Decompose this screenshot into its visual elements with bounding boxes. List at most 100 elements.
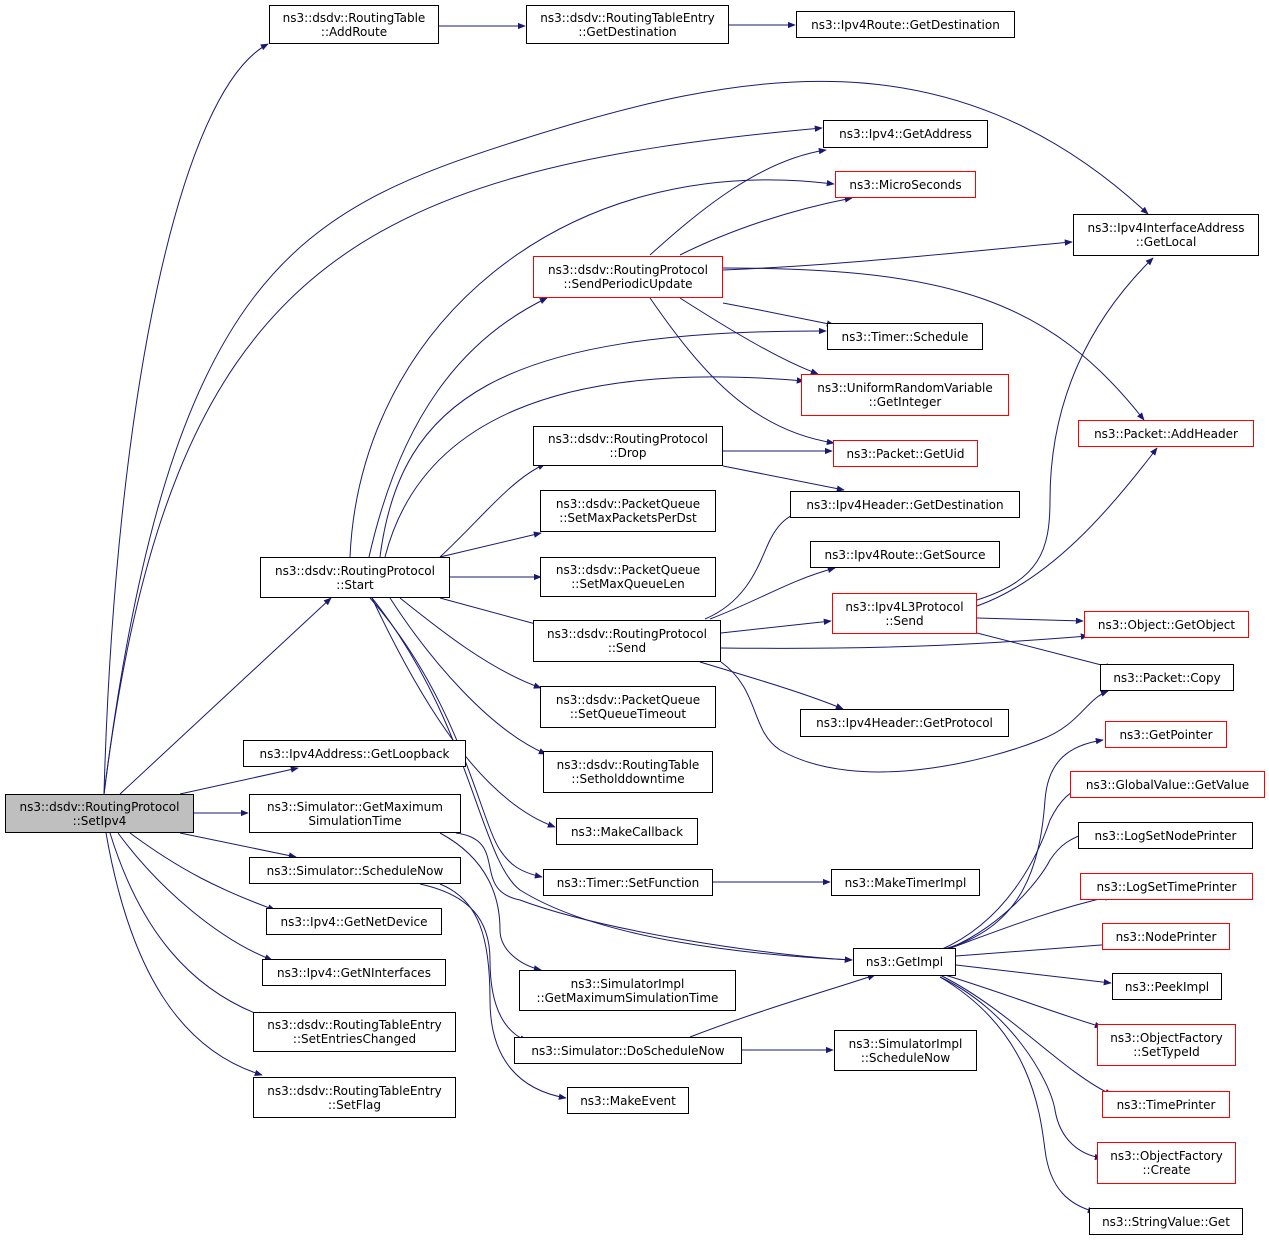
- node-ipv4l3protocol-send[interactable]: ns3::Ipv4L3Protocol::Send: [832, 593, 977, 634]
- node-timer-setfunction[interactable]: ns3::Timer::SetFunction: [543, 869, 713, 896]
- node-ipv4-getnetdevice[interactable]: ns3::Ipv4::GetNetDevice: [266, 908, 442, 935]
- node-ipv4route-getdestination[interactable]: ns3::Ipv4Route::GetDestination: [796, 11, 1015, 38]
- node-label-line2: ::GetInteger: [868, 395, 942, 409]
- edge-doschedulenow-getimpl: [689, 974, 876, 1038]
- node-routingtable-addroute[interactable]: ns3::dsdv::RoutingTable::AddRoute: [269, 5, 439, 44]
- edge-sendperiodic-getlocal: [722, 239, 1073, 271]
- node-maketimerimpl[interactable]: ns3::MakeTimerImpl: [831, 869, 980, 896]
- edge-l3send-addheader: [976, 447, 1158, 607]
- edge-start-setholddown: [389, 597, 547, 755]
- node-routingtableentry-setentrieschanged[interactable]: ns3::dsdv::RoutingTableEntry::SetEntries…: [253, 1012, 456, 1052]
- node-microseconds[interactable]: ns3::MicroSeconds: [835, 171, 976, 198]
- edge-getimpl-getpointer: [939, 737, 1104, 951]
- node-simulator-doschedulenow[interactable]: ns3::Simulator::DoScheduleNow: [514, 1037, 742, 1064]
- node-packet-getuid[interactable]: ns3::Packet::GetUid: [833, 440, 978, 467]
- node-ipv4address-getloopback[interactable]: ns3::Ipv4Address::GetLoopback: [243, 740, 466, 767]
- node-label: ns3::GlobalValue::GetValue: [1085, 777, 1250, 792]
- node-label-line2: ::SetTypeId: [1133, 1045, 1200, 1059]
- node-label: ns3::Ipv4Address::GetLoopback: [259, 746, 450, 761]
- node-simulator-schedulenow[interactable]: ns3::Simulator::ScheduleNow: [249, 857, 461, 884]
- node-timer-schedule[interactable]: ns3::Timer::Schedule: [827, 323, 983, 350]
- node-logsettimeprinter[interactable]: ns3::LogSetTimePrinter: [1080, 873, 1253, 900]
- edge-start-schedule: [379, 327, 827, 558]
- edge-sendperiodic-microseconds: [679, 196, 853, 256]
- node-ipv4header-getdestination[interactable]: ns3::Ipv4Header::GetDestination: [790, 491, 1020, 518]
- node-label: ns3::MakeTimerImpl: [844, 875, 967, 890]
- node-label: ns3::Simulator::DoScheduleNow: [531, 1043, 725, 1058]
- node-label-line2: ::Send: [607, 641, 647, 655]
- node-stringvalue-get[interactable]: ns3::StringValue::Get: [1089, 1208, 1243, 1235]
- node-label: ns3::Timer::SetFunction: [556, 875, 700, 890]
- edge-drop-ipv4hdrdest: [722, 465, 845, 492]
- node-label-line2: ::AddRoute: [320, 24, 388, 39]
- node-uniformrandomvariable-getinteger[interactable]: ns3::UniformRandomVariable::GetInteger: [801, 374, 1009, 416]
- node-timeprinter[interactable]: ns3::TimePrinter: [1102, 1091, 1230, 1118]
- node-objectfactory-settypeid[interactable]: ns3::ObjectFactory::SetTypeId: [1097, 1024, 1236, 1066]
- node-packetqueue-setmaxqueuelen[interactable]: ns3::dsdv::PacketQueue::SetMaxQueueLen: [540, 557, 716, 597]
- node-globalvalue-getvalue[interactable]: ns3::GlobalValue::GetValue: [1070, 771, 1265, 798]
- node-routingprotocol-send[interactable]: ns3::dsdv::RoutingProtocol::Send: [533, 620, 721, 662]
- edge-send-ipv4l3send: [720, 618, 832, 634]
- node-label-line1: ns3::dsdv::PacketQueue: [555, 497, 701, 511]
- node-label-line1: ns3::dsdv::RoutingTableEntry: [540, 10, 715, 25]
- node-label: ns3::GetPointer: [1119, 727, 1213, 742]
- edge-send-packetcopy: [720, 661, 1109, 773]
- edge-getmaximum-simimpl: [439, 832, 542, 972]
- node-label-line1: ns3::Simulator::GetMaximum: [267, 799, 443, 814]
- edge-getimpl-create: [939, 976, 1103, 1161]
- node-label-line2: ::Start: [336, 577, 374, 592]
- node-routingprotocol-drop[interactable]: ns3::dsdv::RoutingProtocol::Drop: [533, 426, 723, 466]
- node-routingprotocol-start[interactable]: ns3::dsdv::RoutingProtocol::Start: [260, 557, 450, 598]
- node-label-line2: ::SetMaxQueueLen: [571, 577, 685, 591]
- edge-setipv4-setentrieschanged: [109, 832, 266, 1018]
- node-ipv4interfaceaddress-getlocal[interactable]: ns3::Ipv4InterfaceAddress::GetLocal: [1073, 214, 1259, 256]
- node-getimpl[interactable]: ns3::GetImpl: [853, 948, 956, 976]
- edge-setipv4-schedulenow: [179, 832, 297, 859]
- node-logsetnodeprinter[interactable]: ns3::LogSetNodePrinter: [1078, 822, 1253, 849]
- node-label-line1: ns3::dsdv::RoutingTable: [282, 10, 426, 25]
- node-label: ns3::Timer::Schedule: [841, 329, 969, 344]
- node-routingtable-setholddowntime[interactable]: ns3::dsdv::RoutingTable::Setholddowntime: [543, 751, 713, 793]
- node-nodeprinter[interactable]: ns3::NodePrinter: [1102, 923, 1230, 950]
- node-ipv4route-getsource[interactable]: ns3::Ipv4Route::GetSource: [810, 541, 1000, 568]
- node-ipv4-getaddress[interactable]: ns3::Ipv4::GetAddress: [823, 120, 988, 148]
- node-simulatorimpl-schedulenow[interactable]: ns3::SimulatorImpl::ScheduleNow: [834, 1030, 977, 1071]
- edge-start-getimpl: [371, 597, 853, 963]
- node-label-line2: ::SendPeriodicUpdate: [563, 277, 693, 291]
- node-packetqueue-setqueuetimeout[interactable]: ns3::dsdv::PacketQueue::SetQueueTimeout: [540, 686, 716, 728]
- node-label: ns3::StringValue::Get: [1102, 1214, 1230, 1229]
- edge-getimpl-globalvalue: [939, 783, 1089, 951]
- node-label: ns3::LogSetNodePrinter: [1094, 828, 1237, 843]
- node-label: ns3::Object::GetObject: [1097, 617, 1236, 632]
- node-routingtableentry-getdestination[interactable]: ns3::dsdv::RoutingTableEntry::GetDestina…: [526, 5, 729, 44]
- node-makecallback[interactable]: ns3::MakeCallback: [556, 818, 698, 845]
- node-packet-copy[interactable]: ns3::Packet::Copy: [1100, 664, 1234, 691]
- node-label-line1: ns3::UniformRandomVariable: [817, 381, 993, 395]
- node-label: ns3::Ipv4::GetNetDevice: [280, 914, 428, 929]
- node-routingprotocol-sendperiodicupdate[interactable]: ns3::dsdv::RoutingProtocol::SendPeriodic…: [533, 256, 723, 298]
- node-label: ns3::Ipv4::GetAddress: [839, 127, 972, 141]
- edge-setipv4-getninterfaces: [117, 832, 273, 961]
- edge-setipv4-getnetdevice: [129, 832, 276, 911]
- node-objectfactory-create[interactable]: ns3::ObjectFactory::Create: [1097, 1142, 1236, 1184]
- node-makeevent[interactable]: ns3::MakeEvent: [567, 1087, 689, 1114]
- node-ipv4-getninterfaces[interactable]: ns3::Ipv4::GetNInterfaces: [262, 959, 446, 986]
- node-routingtableentry-setflag[interactable]: ns3::dsdv::RoutingTableEntry::SetFlag: [253, 1077, 456, 1118]
- edge-start-setmaxpackets: [439, 531, 542, 558]
- node-getpointer[interactable]: ns3::GetPointer: [1105, 721, 1227, 748]
- node-packetqueue-setmaxpacketsperdst[interactable]: ns3::dsdv::PacketQueue::SetMaxPacketsPer…: [540, 490, 716, 532]
- edge-setipv4-getloopback: [179, 766, 299, 795]
- node-label-line2: ::Send: [885, 613, 924, 628]
- edge-getimpl-logtimeprinter: [939, 894, 1113, 953]
- node-label: ns3::TimePrinter: [1116, 1097, 1216, 1112]
- node-label-line2: ::SetMaxPacketsPerDst: [559, 511, 697, 525]
- node-ipv4header-getprotocol[interactable]: ns3::Ipv4Header::GetProtocol: [800, 709, 1009, 737]
- node-peekimpl[interactable]: ns3::PeekImpl: [1112, 973, 1222, 1000]
- node-simulatorimpl-getmaximumsimulationtime[interactable]: ns3::SimulatorImpl::GetMaximumSimulation…: [519, 970, 736, 1011]
- node-label-line1: ns3::dsdv::RoutingProtocol: [548, 263, 708, 277]
- node-packet-addheader[interactable]: ns3::Packet::AddHeader: [1078, 420, 1254, 447]
- node-object-getobject[interactable]: ns3::Object::GetObject: [1084, 611, 1249, 638]
- edge-setipv4-start: [119, 597, 332, 795]
- node-label: ns3::Ipv4::GetNInterfaces: [277, 965, 431, 980]
